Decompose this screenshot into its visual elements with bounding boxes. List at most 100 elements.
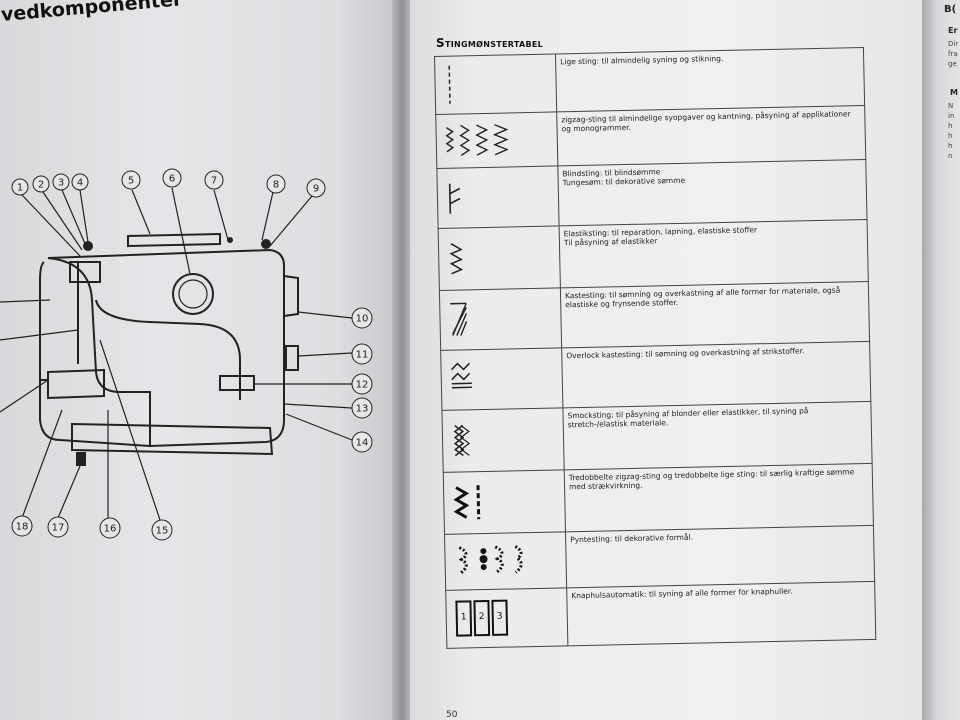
next-page-edge: B( Er Dir fra ge M N in h h h n <box>922 0 960 720</box>
svg-text:4: 4 <box>77 178 83 189</box>
callout-4: 4 <box>71 173 89 191</box>
stitch-description: Elastiksting: til reparation, lapning, e… <box>559 219 869 288</box>
stitch-icon-cell <box>436 165 560 229</box>
sewing-machine-diagram: 1 2 3 4 5 6 7 8 9 10 11 12 13 14 15 16 1… <box>0 168 373 541</box>
table-row: Overlock kastesting: til sømning og over… <box>440 341 871 411</box>
edge-text-line: N <box>948 102 954 110</box>
edge-subheading: M <box>950 88 958 97</box>
zigzag-stitch-icon <box>445 124 509 157</box>
buttonhole-step-2: 2 <box>479 612 485 622</box>
book-gutter <box>392 0 414 720</box>
callout-15: 15 <box>151 519 173 541</box>
decorative-stitch-icon <box>458 545 523 575</box>
callout-7: 7 <box>204 170 224 190</box>
buttonhole-icon: 1 2 3 <box>455 599 509 637</box>
edge-text-line: h <box>948 122 953 130</box>
edge-subheading: Er <box>948 26 958 35</box>
edge-heading: B( <box>944 4 957 15</box>
callout-8: 8 <box>266 174 286 194</box>
callout-11: 11 <box>351 343 373 365</box>
callout-10: 10 <box>351 307 373 329</box>
stitch-icon-cell <box>443 469 566 535</box>
stitch-description: Smocksting: til påsyning af blonder elle… <box>562 401 873 470</box>
svg-text:11: 11 <box>356 350 369 361</box>
sewing-machine-illustration <box>39 232 299 456</box>
callout-17: 17 <box>47 516 69 538</box>
callout-12: 12 <box>351 373 373 395</box>
stitch-description: zigzag-sting til almindelige syopgaver o… <box>556 105 866 166</box>
stitch-description: Knaphulsautomatik: til syning af alle fo… <box>566 581 876 646</box>
svg-text:14: 14 <box>356 438 369 449</box>
table-row: 1 2 3 Knaphulsautomatik: til syning af a… <box>445 581 876 649</box>
svg-text:10: 10 <box>356 314 369 325</box>
page-number: 50 <box>446 710 458 720</box>
callout-leader-lines <box>0 187 353 521</box>
table-row: Pyntesting: til dekorative formål. <box>444 525 875 591</box>
svg-text:8: 8 <box>273 180 279 191</box>
right-page: Stingmønstertabel Lige sting: til almind… <box>410 0 930 720</box>
triple-stitch-icon <box>453 485 481 520</box>
stitch-icon-cell <box>438 225 561 291</box>
callout-1: 1 <box>11 178 29 196</box>
callout-2: 2 <box>32 175 50 193</box>
table-row: zigzag-sting til almindelige syopgaver o… <box>435 105 866 169</box>
callout-5: 5 <box>121 170 141 190</box>
handwheel-dial <box>172 273 214 315</box>
svg-text:3: 3 <box>58 178 64 189</box>
table-row: Lige sting: til almindelig syning og sti… <box>434 47 865 115</box>
overlock-stitch-icon <box>451 362 472 389</box>
edge-text-line: h <box>948 132 953 140</box>
stitch-description: Pyntesting: til dekorative formål. <box>565 525 875 588</box>
stitch-icon-cell <box>435 111 558 169</box>
smock-stitch-icon <box>453 424 471 457</box>
edge-text-line: ge <box>948 60 957 68</box>
stitch-icon-cell: 1 2 3 <box>445 587 568 649</box>
stitch-description: Blindsting: til blindsømme Tungesøm: til… <box>557 159 868 226</box>
stitch-icon-cell <box>444 531 567 591</box>
stitch-description: Overlock kastesting: til sømning og over… <box>561 341 871 408</box>
table-row: Smocksting: til påsyning af blonder elle… <box>441 401 873 473</box>
buttonhole-step-3: 3 <box>497 612 503 622</box>
stitch-description: Lige sting: til almindelig syning og sti… <box>555 47 865 112</box>
edge-text-line: h <box>948 142 953 150</box>
svg-text:13: 13 <box>356 404 369 415</box>
svg-text:2: 2 <box>38 180 44 191</box>
elastic-stitch-icon <box>449 243 464 275</box>
callout-6: 6 <box>162 168 182 188</box>
svg-text:9: 9 <box>313 184 319 195</box>
straight-stitch-icon <box>448 65 451 104</box>
callout-3: 3 <box>52 173 70 191</box>
callout-18: 18 <box>11 515 33 537</box>
table-row: Kastesting: til sømning og overkastning … <box>439 281 870 351</box>
stitch-icon-cell <box>441 407 565 473</box>
stitch-icon-cell <box>440 347 563 411</box>
svg-text:12: 12 <box>356 380 369 391</box>
table-row: Tredobbelte zigzag-sting og tredobbelte … <box>443 463 874 535</box>
callout-14: 14 <box>351 431 373 453</box>
stitch-icon-cell <box>434 53 557 115</box>
buttonhole-step-1: 1 <box>461 612 467 622</box>
table-row: Blindsting: til blindsømme Tungesøm: til… <box>436 159 868 229</box>
overcast-stitch-icon <box>450 302 468 336</box>
blind-stitch-icon <box>448 183 461 214</box>
callout-9: 9 <box>306 178 326 198</box>
svg-text:15: 15 <box>156 526 169 537</box>
svg-text:17: 17 <box>52 523 65 534</box>
edge-text-line: n <box>948 152 953 160</box>
callout-16: 16 <box>99 517 121 539</box>
svg-text:1: 1 <box>17 183 23 194</box>
stitch-table-title: Stingmønstertabel <box>436 36 544 50</box>
stitch-description: Kastesting: til sømning og overkastning … <box>560 281 870 348</box>
left-page: vedkomponenter <box>0 0 398 720</box>
edge-text-line: Dir <box>948 40 959 48</box>
svg-text:5: 5 <box>128 176 134 187</box>
table-row: Elastiksting: til reparation, lapning, e… <box>438 219 869 291</box>
stitch-description: Tredobbelte zigzag-sting og tredobbelte … <box>564 463 874 532</box>
edge-text-line: fra <box>948 50 958 58</box>
edge-text-line: in <box>948 112 955 120</box>
svg-text:16: 16 <box>104 524 117 535</box>
stitch-pattern-table: Lige sting: til almindelig syning og sti… <box>434 47 876 649</box>
callout-13: 13 <box>351 397 373 419</box>
svg-text:7: 7 <box>211 176 217 187</box>
stitch-icon-cell <box>439 287 562 351</box>
